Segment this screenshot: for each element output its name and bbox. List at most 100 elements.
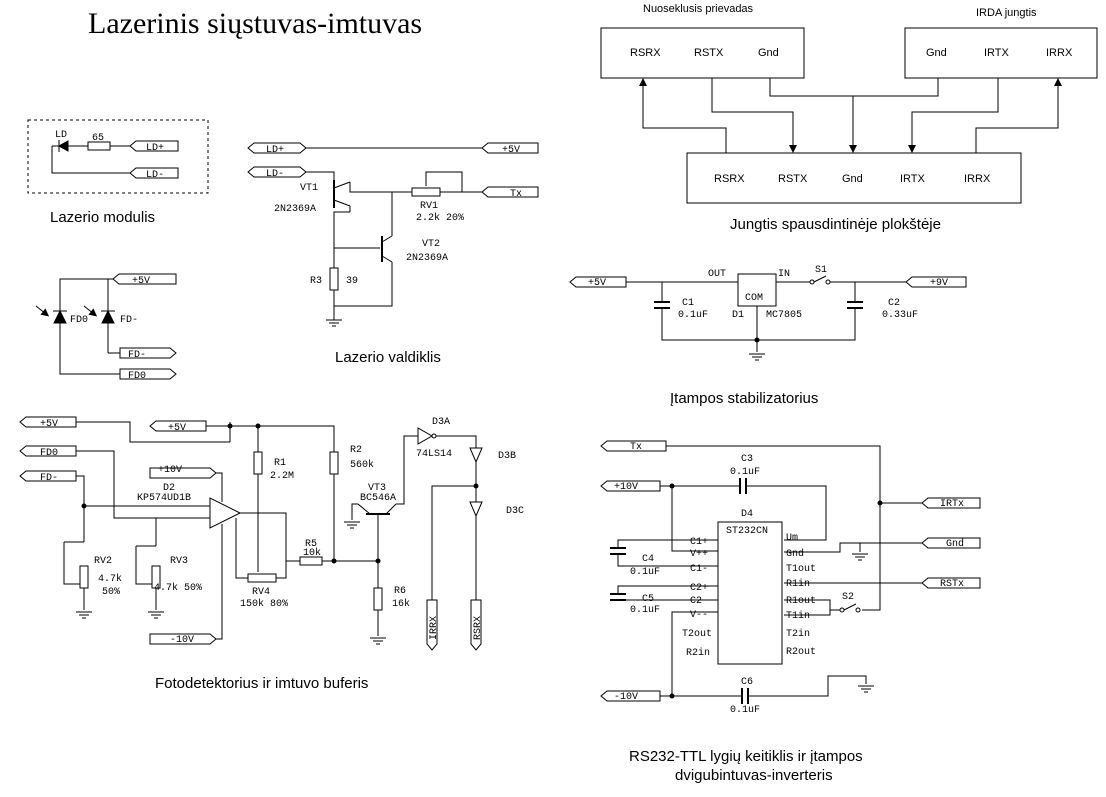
- c1-label: C1: [682, 298, 694, 309]
- d3a-part-label: 74LS14: [416, 449, 452, 460]
- r3-value: 39: [346, 276, 358, 287]
- photodiode-fd0: [53, 309, 67, 324]
- rx-fd0-label: FD0: [40, 448, 58, 459]
- pin-um: Um: [786, 533, 798, 544]
- caption-rs232-line2: dvigubintuvas-inverteris: [675, 767, 833, 784]
- laser-driver: LD+ LD- +5V VT1 2N2369A Tx RV1 2.2k 20% …: [247, 142, 539, 327]
- rv2-pct: 50%: [102, 587, 120, 598]
- pin-vmm: V--: [690, 610, 708, 621]
- r3-label: R3: [310, 276, 322, 287]
- caption-laser-module: Lazerio modulis: [50, 209, 155, 226]
- c2-label: C2: [888, 298, 900, 309]
- port-ldp: [129, 140, 179, 152]
- pin-c2p: C2+: [690, 583, 708, 594]
- driver-ldm-label: LD-: [266, 169, 284, 180]
- rs232-section: Tx +10V C3 0.1uF D4 ST232CN C1+ V++ C1- …: [600, 440, 981, 716]
- driver-p5-label: +5V: [502, 145, 520, 156]
- reg-out-label: OUT: [708, 269, 726, 280]
- photodiode-section: +5V FD0 FD- FD- FD0: [35, 273, 177, 382]
- port-fd0-label: FD0: [128, 371, 146, 382]
- r3-resistor: [329, 267, 339, 291]
- r1-value: 2.2M: [270, 471, 294, 482]
- photodiode-fdm: [101, 309, 115, 324]
- r2-label: R2: [350, 445, 362, 456]
- s1-label: S1: [815, 265, 827, 276]
- d3a-label: D3A: [432, 417, 450, 428]
- rx-port-m10: [149, 633, 217, 645]
- receiver-section: +5V +5V FD0 FD- D2 KP574UD1B +10V -10V R…: [19, 416, 524, 651]
- laser-diode-symbol: [57, 140, 69, 152]
- rv2-label: RV2: [94, 556, 112, 567]
- resistor-label: 65: [92, 133, 104, 144]
- port-rsrx-label: RSRX: [473, 616, 484, 640]
- c6-label: C6: [741, 677, 753, 688]
- port-ldm-label: LD-: [146, 170, 164, 181]
- rv2-value: 4.7k: [98, 573, 122, 585]
- board-box: [686, 152, 1022, 204]
- d4-part-label: ST232CN: [726, 526, 768, 537]
- rs-irtx-label: IRTx: [940, 499, 964, 510]
- driver-port-p5: [481, 142, 539, 154]
- c3-value: 0.1uF: [730, 467, 760, 478]
- d1-part-label: MC7805: [766, 310, 802, 321]
- rs-port-rstx: [921, 577, 981, 589]
- d1-label: D1: [732, 310, 744, 321]
- caption-regulator: Įtampos stabilizatorius: [670, 390, 818, 407]
- rv4-label: RV4: [252, 587, 270, 598]
- pin-c2m: C2-: [690, 596, 708, 607]
- reg-in-label: IN: [778, 269, 790, 280]
- rx-p10-label: +10V: [158, 465, 182, 476]
- vt2-label: VT2: [422, 239, 440, 250]
- regulator-section: +5V COM OUT IN S1 +9V C1 0.1uF D1 MC7805…: [569, 265, 967, 361]
- pin-r2out: R2out: [786, 647, 816, 658]
- serial-pin-rstx: RSTX: [694, 47, 724, 59]
- rv1-label: RV1: [420, 201, 438, 212]
- port-rsrx: [470, 599, 482, 651]
- port-p5-label: +5V: [132, 276, 150, 287]
- irda-pin-irtx: IRTX: [984, 47, 1010, 59]
- pin-t2out: T2out: [682, 629, 712, 640]
- rx-p5b-label: +5V: [168, 423, 186, 434]
- c2-value: 0.33uF: [882, 310, 918, 321]
- port-ldm: [129, 167, 179, 179]
- irda-pin-irrx: IRRX: [1046, 47, 1073, 59]
- connector-diagram: Nuoseklusis prievadas IRDA jungtis RSRX …: [600, 3, 1098, 204]
- vt1-part-label: 2N2369A: [274, 204, 316, 215]
- c1-value: 0.1uF: [678, 310, 708, 321]
- vt1-label: VT1: [300, 183, 318, 194]
- rs-gnd-label: Gnd: [946, 538, 964, 550]
- vt3-label: VT3: [368, 483, 386, 494]
- board-pin-rstx: RSTX: [778, 173, 808, 185]
- r1-resistor: [253, 451, 263, 475]
- reg-p9-label: +9V: [930, 278, 948, 289]
- driver-ldp-label: LD+: [266, 145, 284, 156]
- port-ldp-label: LD+: [146, 143, 164, 154]
- d2-part-label: KP574UD1B: [137, 493, 191, 504]
- r5-label: R5: [305, 539, 317, 550]
- c4-value: 0.1uF: [630, 567, 660, 578]
- d3a-inverter: [417, 427, 434, 445]
- pin-r1in: R1in: [786, 578, 810, 590]
- rs-p10-label: +10V: [614, 482, 638, 493]
- r1-label: R1: [274, 458, 286, 469]
- rs-rstx-label: RSTx: [940, 579, 964, 590]
- d4-label: D4: [741, 509, 753, 520]
- r6-value: 16k: [392, 598, 410, 610]
- rs-port-gnd: [921, 537, 981, 549]
- pin-t1in: T1in: [786, 610, 810, 622]
- rv1-pot: [411, 187, 441, 197]
- fdm-label: FD-: [120, 315, 138, 326]
- rs-port-irtx: [921, 497, 981, 509]
- serial-pin-rsrx: RSRX: [630, 47, 661, 59]
- board-pin-rsrx: RSRX: [714, 173, 745, 185]
- rv3-value: 4.7k 50%: [154, 582, 202, 594]
- vt3-part-label: BC546A: [360, 493, 396, 504]
- caption-laser-driver: Lazerio valdiklis: [335, 349, 441, 366]
- serial-port-box: [600, 27, 805, 79]
- pin-gnd: Gnd: [786, 548, 804, 560]
- laser-module: LD 65 LD+ LD-: [27, 119, 209, 194]
- r2-resistor: [329, 451, 339, 475]
- r2-value: 560k: [350, 459, 374, 471]
- caption-connector: Jungtis spausdintinėje plokštėje: [730, 216, 941, 233]
